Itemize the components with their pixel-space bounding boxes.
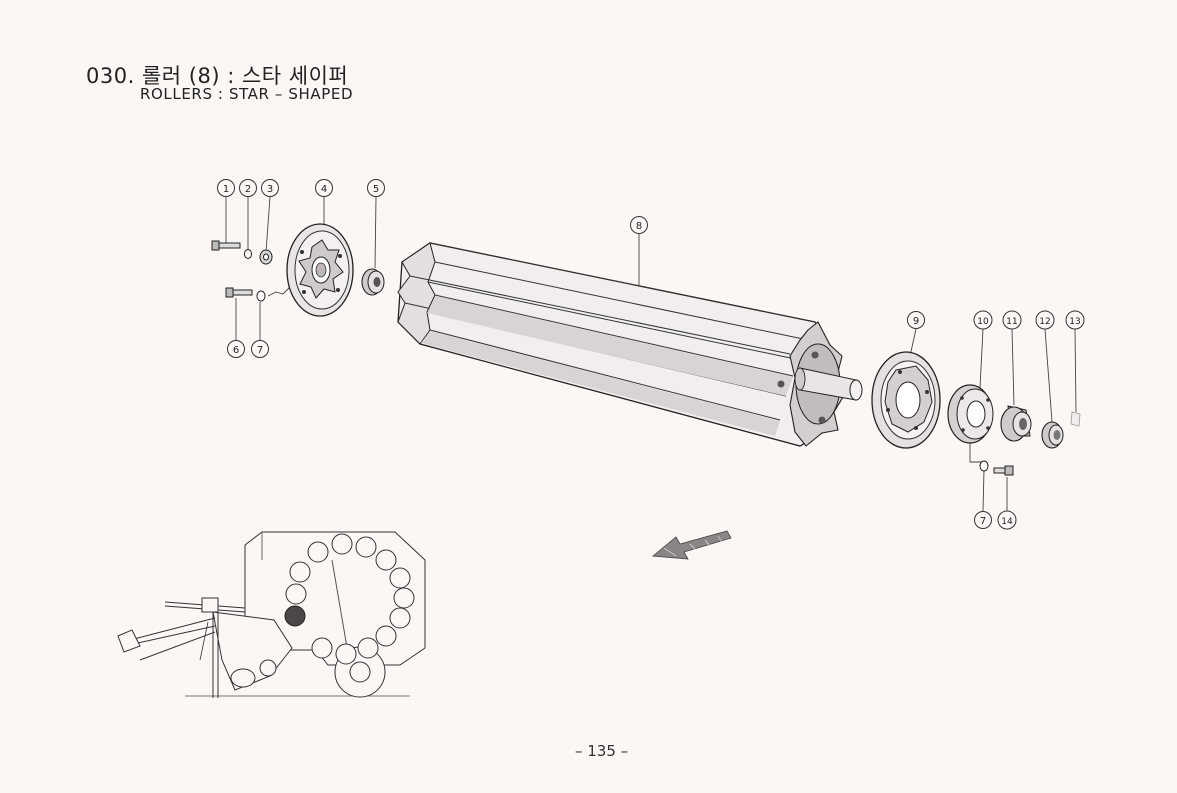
callout-14: 14 (997, 510, 1017, 530)
washer-7 (256, 290, 266, 302)
right-end-plate (871, 351, 941, 449)
grease-fitting (1070, 411, 1081, 427)
bolt-14 (993, 465, 1014, 476)
baler-location-inset (117, 531, 426, 698)
section-title-korean: 030. 롤러 (8) : 스타 세이퍼 (86, 60, 348, 90)
star-roller (397, 242, 863, 447)
svg-text:14: 14 (1001, 517, 1013, 527)
leader-lines (225, 196, 1077, 512)
svg-text:3: 3 (267, 184, 273, 195)
svg-text:10: 10 (977, 317, 989, 327)
svg-text:1: 1 (223, 184, 229, 195)
bolt-1 (211, 240, 241, 251)
svg-text:7: 7 (980, 516, 986, 527)
washer-2 (244, 249, 252, 259)
svg-text:6: 6 (233, 345, 239, 356)
callout-7-right: 7 (974, 511, 992, 529)
svg-text:9: 9 (913, 316, 919, 327)
nut-3 (259, 249, 273, 265)
bolt-6 (225, 287, 253, 298)
svg-text:7: 7 (257, 345, 263, 356)
callout-8: 8 (630, 216, 648, 234)
page-number: – 135 – (575, 742, 629, 760)
direction-arrow (651, 530, 732, 560)
washer-7-right (979, 460, 989, 472)
svg-text:8: 8 (636, 221, 642, 232)
bearing-insert (1000, 405, 1032, 442)
callout-11: 11 (1002, 310, 1022, 330)
callout-10: 10 (973, 310, 993, 330)
callout-13: 13 (1065, 310, 1085, 330)
left-bearing (361, 268, 385, 296)
section-title-ko-text: 롤러 (8) : 스타 세이퍼 (141, 64, 349, 88)
callout-2: 2 (239, 179, 257, 197)
svg-text:12: 12 (1039, 317, 1050, 327)
lock-collar (1041, 421, 1064, 449)
left-fasteners (211, 240, 273, 302)
inset-rollers (259, 533, 415, 677)
callout-5: 5 (367, 179, 385, 197)
svg-text:5: 5 (373, 184, 379, 195)
svg-text:11: 11 (1006, 317, 1017, 327)
callout-group: 1 2 3 4 5 6 7 (217, 179, 1085, 530)
right-fasteners (979, 460, 1014, 476)
svg-text:13: 13 (1069, 317, 1080, 327)
svg-text:2: 2 (245, 184, 251, 195)
callout-7: 7 (251, 340, 269, 358)
callout-6: 6 (227, 340, 245, 358)
star-end-plate (286, 223, 354, 317)
callout-12: 12 (1035, 310, 1055, 330)
section-title-english: ROLLERS : STAR – SHAPED (140, 85, 354, 103)
svg-text:4: 4 (321, 184, 327, 195)
callout-3: 3 (261, 179, 279, 197)
callout-1: 1 (217, 179, 235, 197)
callout-9: 9 (907, 311, 925, 329)
flange-housing (947, 384, 994, 444)
callout-4: 4 (315, 179, 333, 197)
section-number: 030. (86, 64, 135, 88)
highlighted-roller (284, 605, 306, 627)
